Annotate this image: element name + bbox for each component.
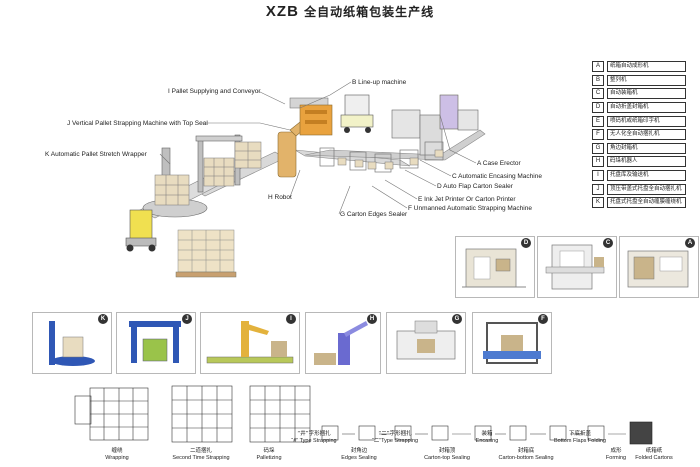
step-caption: “井”字形捆扎“#” Type Strapping [291, 431, 337, 444]
photo-k [32, 312, 112, 374]
callout-i: I Pallet Supplying and Conveyor [168, 88, 261, 95]
step-caption: “二”字形捆扎“二”Type Strapping [371, 431, 419, 444]
photo-j [116, 312, 196, 374]
badge-g: G [452, 314, 462, 324]
badge-i: I [286, 314, 296, 324]
production-line-illustration [125, 94, 486, 278]
callout-b: B Line-up machine [352, 79, 407, 86]
callout-c: C Automatic Encasing Machine [452, 173, 542, 180]
badge-j: J [182, 314, 192, 324]
badge-k: K [98, 314, 108, 324]
process-flow-illustration [74, 385, 653, 445]
brand-label: XZB [265, 3, 299, 20]
callout-k: K Automatic Pallet Stretch Wrapper [45, 151, 147, 158]
page-title: XZB 全自动纸箱包装生产线 [0, 3, 700, 20]
badge-h: H [367, 314, 377, 324]
badge-c: C [603, 238, 613, 248]
callout-j: J Vertical Pallet Strapping Machine with… [67, 120, 208, 127]
badge-d: D [521, 238, 531, 248]
photo-f [472, 312, 552, 374]
callout-d: D Auto Flap Carton Sealer [437, 183, 513, 190]
leader-lines [159, 81, 477, 215]
callout-f: F Unmanned Automatic Strapping Machine [408, 205, 532, 212]
badge-a: A [685, 238, 695, 248]
badge-f: F [538, 314, 548, 324]
title-cn: 全自动纸箱包装生产线 [304, 5, 435, 19]
photo-i [200, 312, 300, 374]
callout-e: E Ink Jet Printer Or Carton Printer [418, 196, 516, 203]
callout-g: G Carton Edges Sealer [340, 211, 408, 218]
photo-d [455, 236, 535, 298]
callout-a: A Case Erector [477, 160, 521, 167]
callout-h: H Robot [268, 194, 292, 201]
